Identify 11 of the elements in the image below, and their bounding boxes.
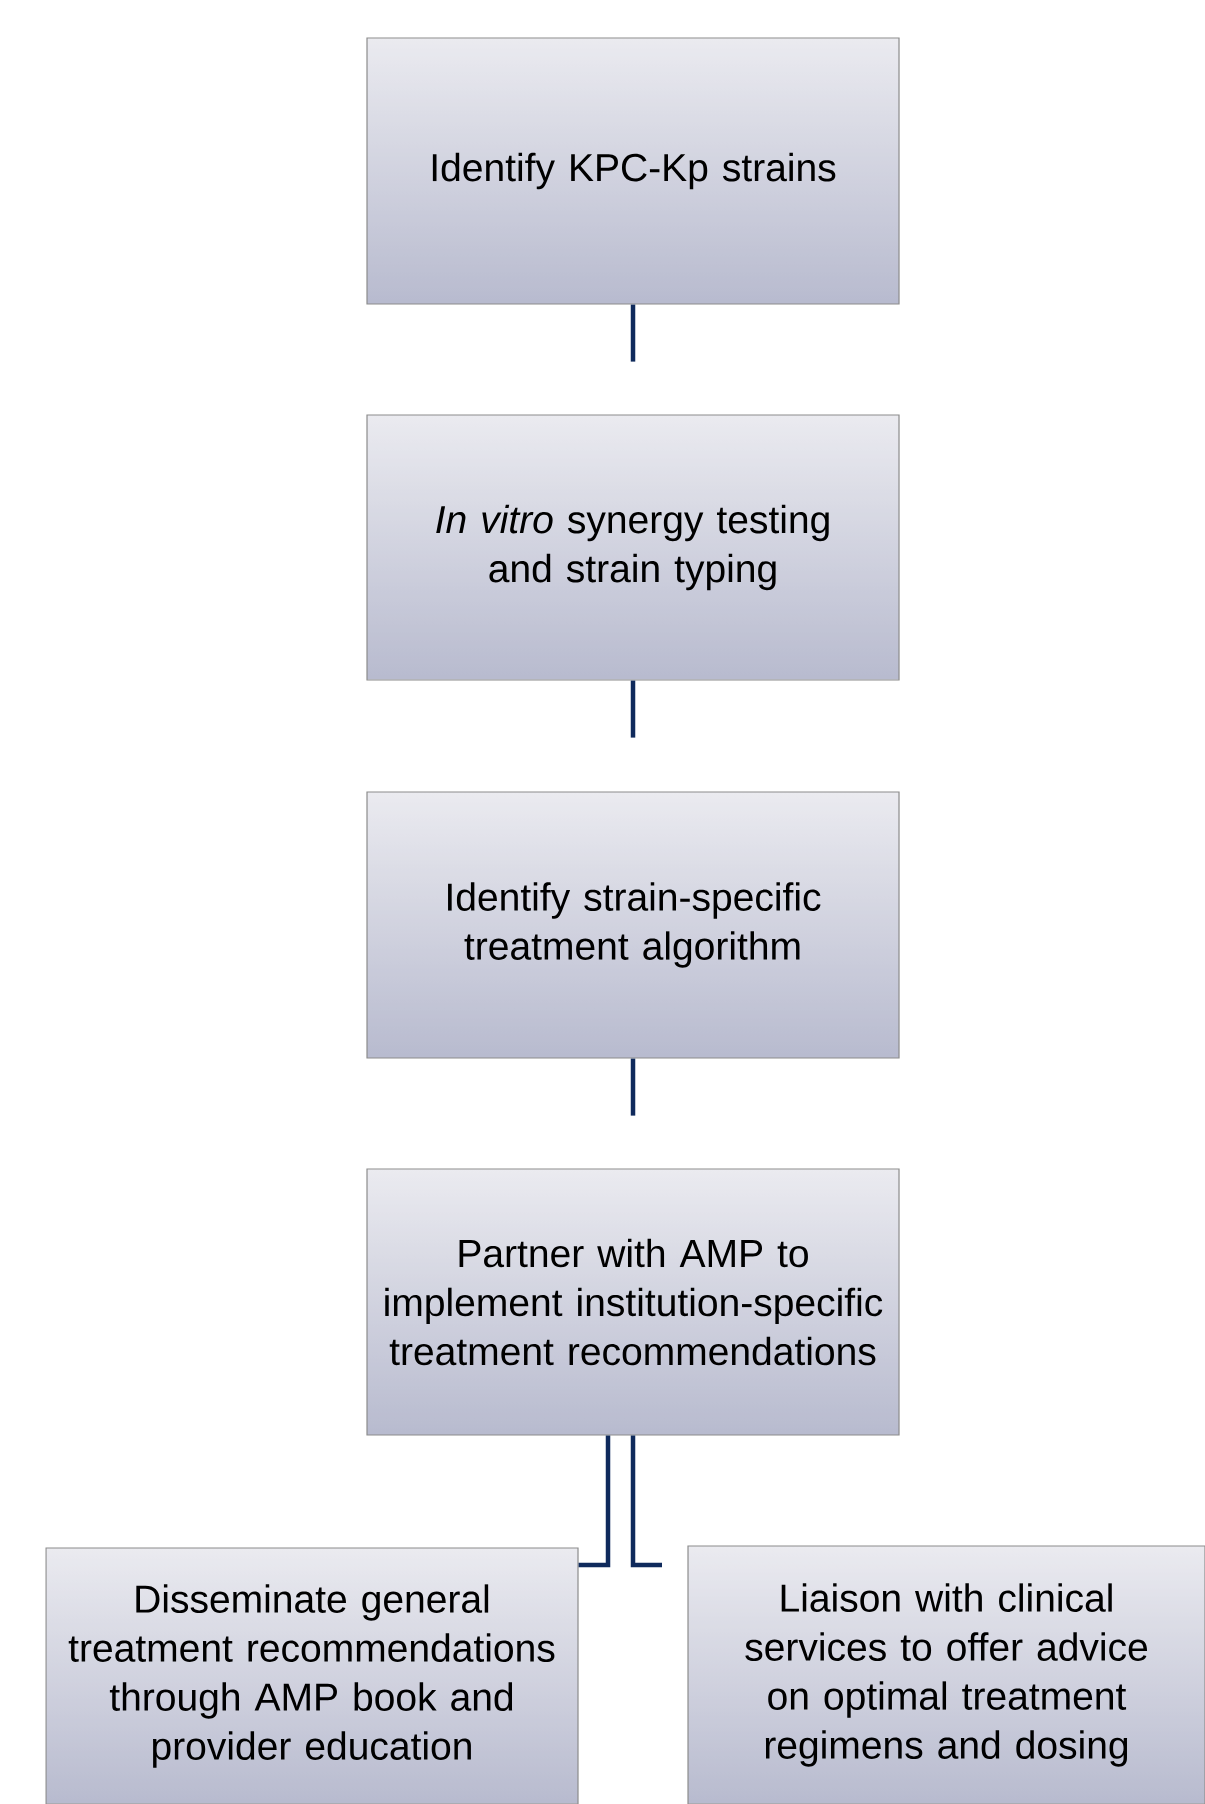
connector-line	[630, 680, 636, 738]
process-box: Partner with AMP to implement institution-specific treatment recommendations	[366, 1168, 900, 1436]
connector-line	[630, 1058, 636, 1116]
connector-line	[578, 1435, 611, 1568]
connector-line	[630, 1435, 662, 1568]
process-box: In vitro synergy testing and strain typing	[366, 414, 900, 681]
process-box: Liaison with clinical services to offer advice on optimal treatment regimens and dosing	[687, 1545, 1205, 1804]
connector-line	[630, 304, 636, 362]
process-box: Disseminate general treatment recommendations through AMP book and provider education	[45, 1547, 579, 1804]
process-box: Identify KPC-Kp strains	[366, 37, 900, 305]
process-box: Identify strain-specific treatment algorithm	[366, 791, 900, 1059]
